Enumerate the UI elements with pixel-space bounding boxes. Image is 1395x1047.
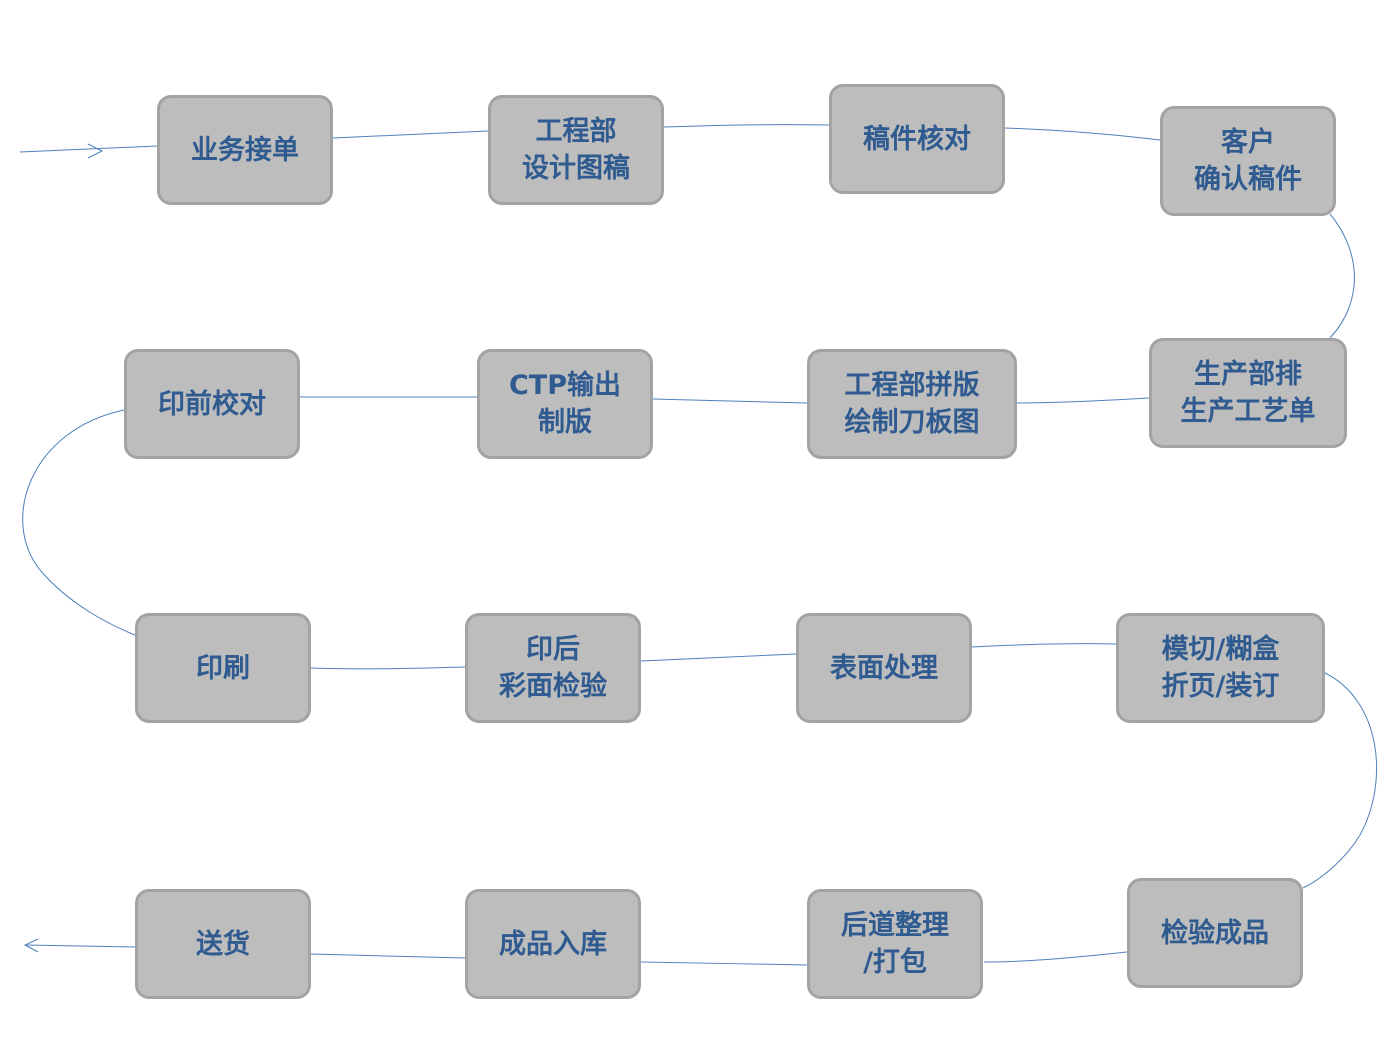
connector: [640, 653, 797, 662]
step-label: 绘制刀板图: [844, 407, 980, 438]
step-label: 印前校对: [158, 388, 266, 420]
step-label: 设计图稿: [522, 153, 630, 184]
step-label: CTP输出: [508, 370, 622, 401]
step-label: 确认稿件: [1194, 164, 1302, 195]
step-label: 彩面检验: [499, 671, 607, 702]
process-step-box: 模切/糊盒折页/装订: [1116, 613, 1325, 723]
process-step-box: 印前校对: [124, 349, 300, 459]
exit-arrowhead-icon: [23, 938, 39, 953]
step-label: 成品入库: [499, 928, 607, 960]
step-label: 生产工艺单: [1180, 396, 1316, 427]
connector: [310, 953, 466, 959]
entry-arrow: [19, 145, 158, 153]
process-step-box: 印刷: [135, 613, 311, 723]
connector: [1302, 672, 1377, 889]
step-label: 业务接单: [191, 134, 299, 166]
connector: [640, 961, 808, 966]
step-label: 工程部拼版: [844, 370, 980, 401]
step-label: 送货: [196, 928, 250, 960]
process-step-box: 后道整理/打包: [807, 889, 983, 999]
process-step-box: 印后彩面检验: [465, 613, 641, 723]
step-label: 表面处理: [830, 652, 938, 684]
process-step-box: 业务接单: [157, 95, 333, 205]
process-step-box: 客户确认稿件: [1160, 106, 1336, 216]
connector: [652, 398, 808, 404]
connector: [1016, 397, 1150, 404]
step-label: 制版: [538, 407, 592, 438]
connector: [983, 951, 1128, 963]
connector: [663, 124, 830, 128]
connector: [332, 130, 489, 139]
step-label: 稿件核对: [863, 123, 971, 155]
step-label: 检验成品: [1161, 917, 1269, 949]
process-step-box: 表面处理: [796, 613, 972, 723]
connector: [1004, 127, 1161, 141]
connector: [24, 944, 136, 948]
step-label: 印刷: [196, 652, 250, 684]
process-step-box: 工程部拼版绘制刀板图: [807, 349, 1017, 459]
process-step-box: 检验成品: [1127, 878, 1303, 988]
connector: [22, 409, 136, 636]
connector: [310, 666, 466, 670]
step-label: /打包: [863, 947, 927, 978]
step-label: 工程部: [535, 116, 617, 147]
connector: [1329, 213, 1355, 339]
step-label: 模切/糊盒: [1161, 634, 1280, 665]
process-step-box: CTP输出制版: [477, 349, 653, 459]
process-step-box: 生产部排生产工艺单: [1149, 338, 1347, 448]
connector: [971, 643, 1117, 648]
step-label: 折页/装订: [1161, 671, 1280, 702]
process-step-box: 稿件核对: [829, 84, 1005, 194]
process-step-box: 送货: [135, 889, 311, 999]
process-step-box: 工程部设计图稿: [488, 95, 664, 205]
step-label: 印后: [526, 634, 580, 665]
step-label: 客户: [1221, 127, 1275, 158]
step-label: 生产部排: [1194, 359, 1302, 390]
step-label: 后道整理: [841, 910, 949, 941]
entry-arrowhead-icon: [87, 143, 104, 159]
process-step-box: 成品入库: [465, 889, 641, 999]
